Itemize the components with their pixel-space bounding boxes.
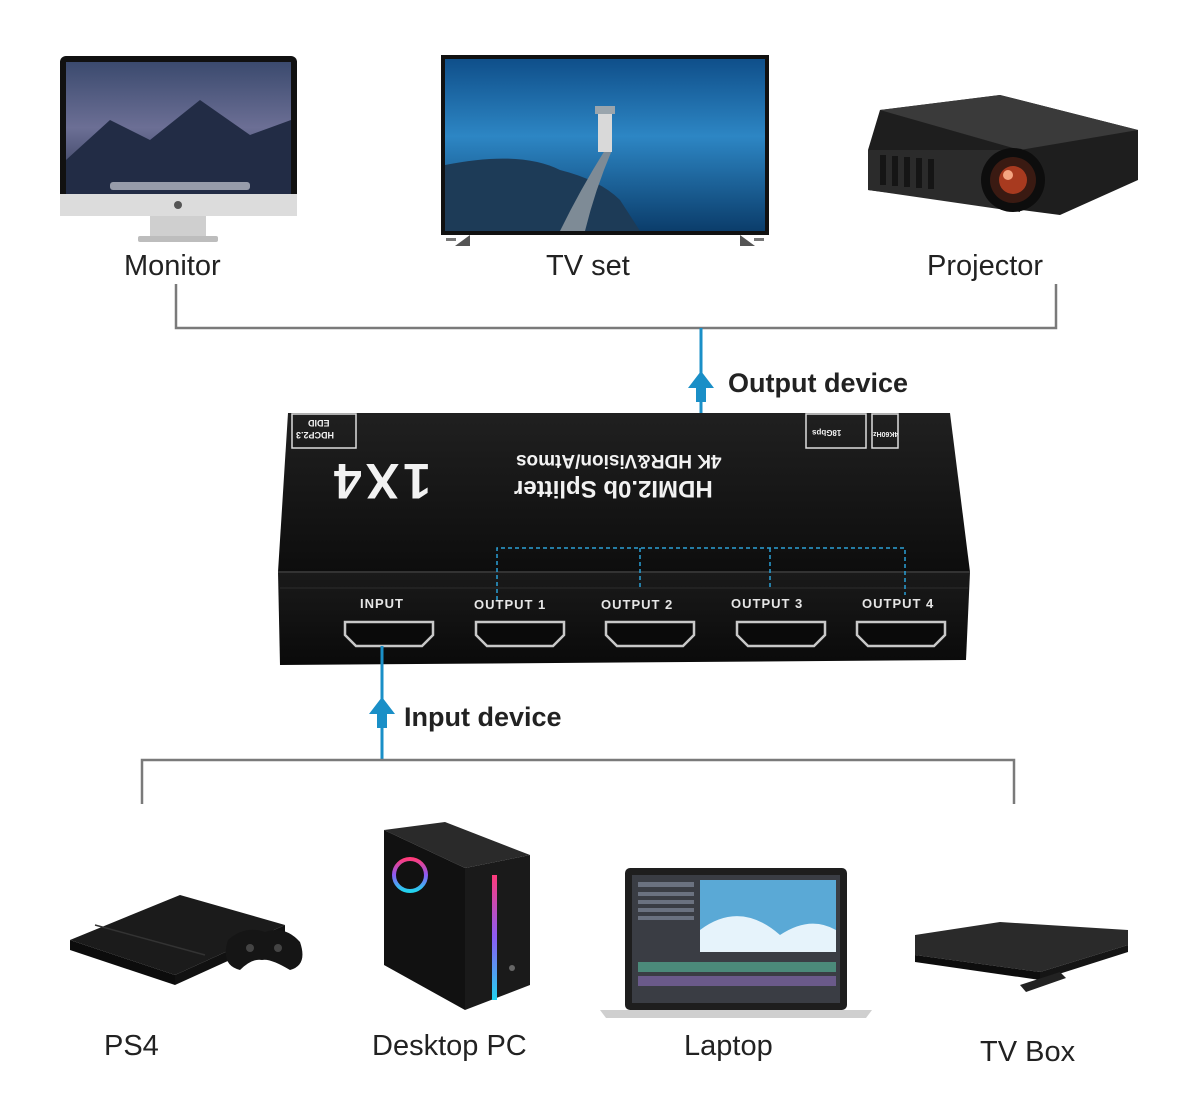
hdmi-output-port-1 [474, 620, 566, 648]
device-label-ps4: PS4 [104, 1030, 159, 1062]
device-label-projector: Projector [927, 250, 1044, 282]
monitor-icon [60, 56, 297, 242]
device-label-tv-set: TV set [546, 250, 630, 282]
port-label-output-4: OUTPUT 4 [862, 596, 935, 611]
device-label-laptop: Laptop [684, 1030, 773, 1062]
badge-hdcp-text: HDCP2.3 [296, 430, 335, 440]
desktop-pc-icon [384, 822, 530, 1010]
device-label-monitor: Monitor [124, 250, 221, 282]
hdmi-input-port [343, 620, 435, 648]
resolution-badge [871, 413, 899, 449]
tv-icon [441, 55, 769, 246]
input-arrow-icon [369, 697, 395, 728]
hdmi-output-port-3 [735, 620, 827, 648]
badge-resolution-text: 4K60Hz [873, 430, 899, 437]
output-arrow-icon [688, 371, 714, 402]
output-device-label: Output device [728, 368, 909, 398]
device-label-desktop-pc: Desktop PC [372, 1030, 527, 1062]
badge-bandwidth-text: 18Gbps [812, 428, 842, 437]
port-label-output-1: OUTPUT 1 [474, 597, 547, 612]
output-bus-lines [496, 547, 906, 600]
bandwidth-badge [805, 413, 867, 449]
projector-icon [868, 95, 1138, 215]
input-device-label: Input device [404, 702, 562, 732]
splitter-title-line1: HDMI2.0b Splitter [514, 475, 713, 502]
ps4-icon [70, 895, 303, 985]
input-bracket-line [140, 758, 1016, 804]
hdcp-badge [291, 413, 357, 449]
hdmi-output-port-2 [604, 620, 696, 648]
output-bracket-line [174, 284, 1058, 330]
splitter-title-line2: 4K HDR&Vision/Atmos [516, 450, 722, 471]
port-label-output-2: OUTPUT 2 [601, 597, 674, 612]
splitter-model-text: 1X4 [330, 453, 431, 509]
hdmi-output-port-4 [855, 620, 947, 648]
port-label-input: INPUT [360, 596, 404, 611]
device-label-tv-box: TV Box [980, 1036, 1076, 1068]
tv-box-icon [915, 922, 1128, 992]
port-label-output-3: OUTPUT 3 [731, 596, 804, 611]
laptop-icon [600, 868, 872, 1018]
splitter-device [278, 413, 970, 665]
badge-edid-text: EDID [308, 418, 330, 428]
